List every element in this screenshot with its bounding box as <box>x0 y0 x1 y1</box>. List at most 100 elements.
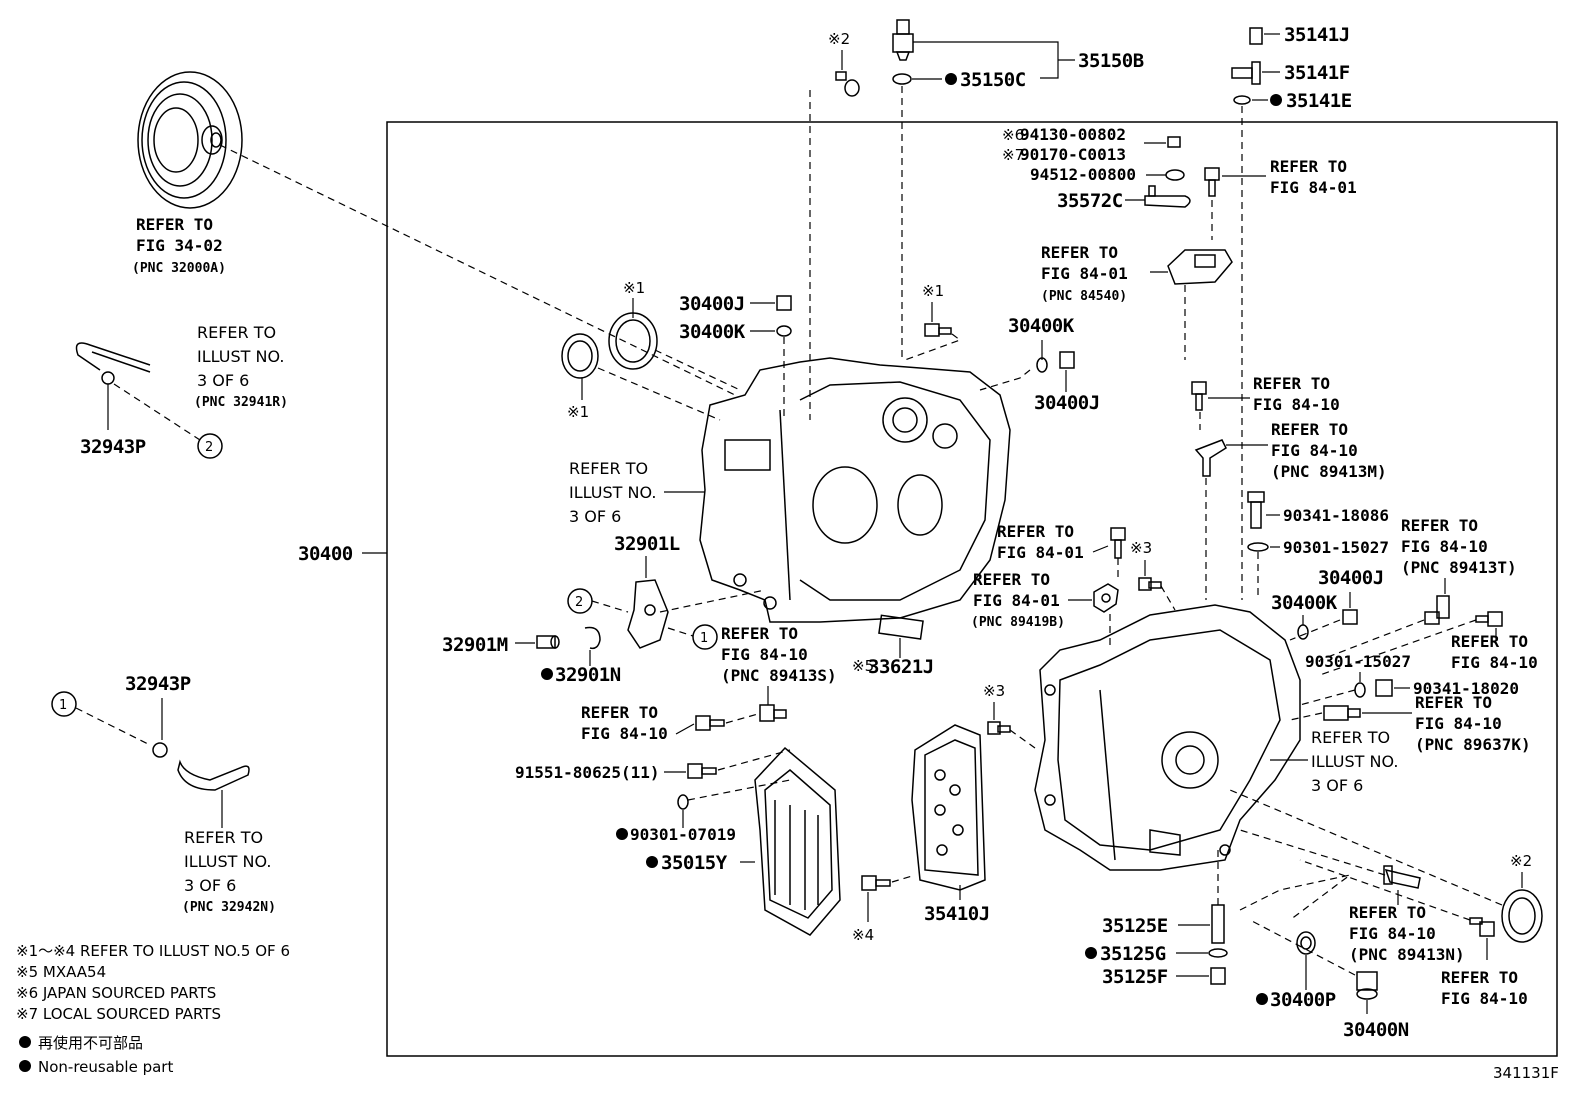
non-reusable-dot <box>1270 94 1282 106</box>
label-30400K-upper: 30400K <box>679 321 746 343</box>
ref-89413T-2: FIG 84-10 <box>1401 537 1488 556</box>
ref-89413M-3: (PNC 89413M) <box>1271 462 1387 481</box>
valve-body-35410J <box>911 724 986 891</box>
label-35015Y: 35015Y <box>661 852 728 874</box>
label-30400J-upper: 30400J <box>679 293 745 315</box>
oil-seal-right <box>1501 889 1543 943</box>
hose-lower <box>152 742 250 791</box>
ref-84-10-b1: REFER TO <box>1441 968 1518 987</box>
ref-tc-2: FIG 34-02 <box>136 236 223 255</box>
ref-84-10-r1: REFER TO <box>1451 632 1528 651</box>
callout-1-center-text: 1 <box>700 631 708 646</box>
plug-30400J-upper <box>776 295 792 311</box>
figure-id: 341131F <box>1493 1064 1559 1082</box>
ref-89413S-1: REFER TO <box>721 624 798 643</box>
plug-90341-18020 <box>1375 679 1393 697</box>
ref-84-10-top2: FIG 84-10 <box>1253 395 1340 414</box>
mark-4: ※4 <box>852 926 874 944</box>
label-30400P: 30400P <box>1270 989 1336 1011</box>
mark-2-top: ※2 <box>828 30 850 48</box>
bolt-84-10-left <box>695 715 725 731</box>
label-32943P-lower: 32943P <box>125 673 191 695</box>
sensor-89413S <box>759 704 787 722</box>
ref-84-10-top1: REFER TO <box>1253 374 1330 393</box>
legend-line-1: ※1～※4 REFER TO ILLUST NO.5 OF 6 <box>16 942 290 960</box>
label-30400: 30400 <box>298 543 353 565</box>
ref-84-10-b2: FIG 84-10 <box>1441 989 1528 1008</box>
label-35141E: 35141E <box>1286 90 1352 112</box>
ref-89419B-1: REFER TO <box>973 570 1050 589</box>
label-30400K-lower: 30400K <box>1271 592 1338 614</box>
ref-case-3: 3 OF 6 <box>1311 776 1363 795</box>
plug-30400N <box>1356 971 1378 1000</box>
ref-89413T-3: (PNC 89413T) <box>1401 558 1517 577</box>
callout-2-center-text: 2 <box>575 595 583 610</box>
ref-89413M-2: FIG 84-10 <box>1271 441 1358 460</box>
ref-89413N-3: (PNC 89413N) <box>1349 945 1465 964</box>
ref-89413M-1: REFER TO <box>1271 420 1348 439</box>
label-30400J-right: 30400J <box>1034 392 1100 414</box>
ref-case-1: REFER TO <box>1311 728 1390 747</box>
label-35141F: 35141F <box>1284 62 1350 84</box>
gasket-35125G <box>1208 948 1228 958</box>
oil-seal-2 <box>561 333 599 379</box>
pipe-35125E <box>1211 904 1225 944</box>
ref-84-01-a2: FIG 84-01 <box>1270 178 1357 197</box>
bracket-32901L <box>627 579 669 649</box>
mark-3-top: ※3 <box>1130 539 1152 557</box>
ref-89637K-1: REFER TO <box>1415 693 1492 712</box>
label-35150C: 35150C <box>960 69 1026 91</box>
non-reusable-dot <box>945 73 957 85</box>
label-90301-07019: 90301-07019 <box>630 825 736 844</box>
legend-line-6: Non-reusable part <box>38 1058 173 1076</box>
label-94512: 94512-00800 <box>1030 165 1136 184</box>
sensor-89637K <box>1323 705 1361 721</box>
sensor-89413N <box>1383 865 1421 889</box>
ref-housing-3: 3 OF 6 <box>569 507 621 526</box>
gasket-90301-15027b <box>1354 682 1366 698</box>
ecu-35015Y <box>754 746 841 936</box>
bolt-mark2-top <box>835 71 860 97</box>
gasket-30400K-lower <box>1297 624 1309 640</box>
assembly-frame <box>386 121 1558 1057</box>
label-35150B: 35150B <box>1078 50 1144 72</box>
ref-84-10-left1: REFER TO <box>581 703 658 722</box>
non-reusable-dot <box>1256 993 1268 1005</box>
transmission-case-rear <box>1034 604 1301 871</box>
legend-dot-1 <box>19 1036 31 1048</box>
mark-5: ※5 <box>852 657 874 675</box>
ref-hose-lower-4: (PNC 32942N) <box>182 900 276 915</box>
sensor-35150B <box>892 19 914 61</box>
legend-line-4: ※7 LOCAL SOURCED PARTS <box>16 1005 221 1023</box>
leader-torque-converter <box>219 144 736 396</box>
callout-circle-2-upper <box>197 433 223 459</box>
label-35125F: 35125F <box>1102 966 1168 988</box>
legend-line-2: ※5 MXAA54 <box>16 963 106 981</box>
label-32943P-upper: 32943P <box>80 436 146 458</box>
gasket-30400K-upper <box>776 325 792 337</box>
oil-seal-1 <box>608 312 658 370</box>
torque-converter <box>137 71 243 209</box>
ref-housing-1: REFER TO <box>569 459 648 478</box>
oring-90301-07019 <box>677 794 689 810</box>
ref-84540-3: (PNC 84540) <box>1041 289 1127 304</box>
label-91551: 91551-80625(11) <box>515 763 660 782</box>
plug-30400J-lower <box>1342 609 1358 625</box>
mark-2-right: ※2 <box>1510 852 1532 870</box>
non-reusable-dot <box>1085 947 1097 959</box>
gasket-30400K-right <box>1036 357 1048 373</box>
part-35141J <box>1249 27 1263 45</box>
gasket-90301-15027a <box>1247 542 1269 552</box>
clip-32901N <box>584 626 601 650</box>
callout-circle-1-center <box>692 624 718 650</box>
ref-hose-4: (PNC 32941R) <box>194 395 288 410</box>
ref-hose-lower-2: ILLUST NO. <box>184 852 271 871</box>
ref-hose-1: REFER TO <box>197 323 276 342</box>
callout-circle-1-lower <box>51 691 77 717</box>
non-reusable-dot <box>616 828 628 840</box>
ref-89419B-3: (PNC 89419B) <box>971 615 1065 630</box>
label-33621J: 33621J <box>868 656 934 678</box>
ref-89413N-1: REFER TO <box>1349 903 1426 922</box>
